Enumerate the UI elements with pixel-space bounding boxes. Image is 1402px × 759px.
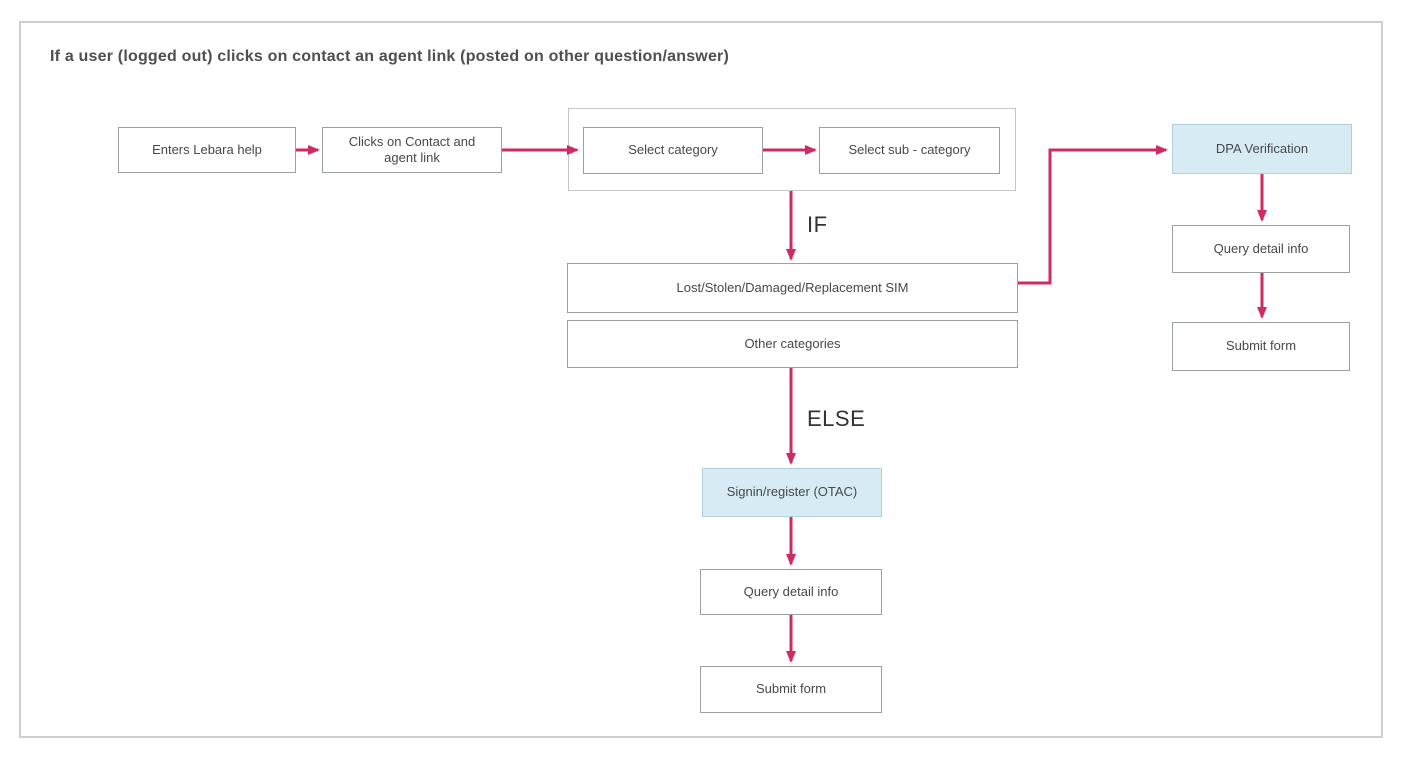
node-select-category: Select category	[583, 127, 763, 174]
node-signin-register-otac: Signin/register (OTAC)	[702, 468, 882, 517]
node-query-detail-info-right: Query detail info	[1172, 225, 1350, 273]
node-select-sub-category: Select sub - category	[819, 127, 1000, 174]
diagram-title: If a user (logged out) clicks on contact…	[50, 48, 730, 65]
node-submit-form-middle: Submit form	[700, 666, 882, 713]
node-query-detail-info-middle: Query detail info	[700, 569, 882, 615]
else-label: ELSE	[807, 406, 866, 431]
if-label: IF	[807, 212, 828, 237]
node-submit-form-right: Submit form	[1172, 322, 1350, 371]
node-lost-stolen-damaged-replacement-sim: Lost/Stolen/Damaged/Replacement SIM	[567, 263, 1018, 313]
node-enters-lebara-help: Enters Lebara help	[118, 127, 296, 173]
node-other-categories: Other categories	[567, 320, 1018, 368]
node-clicks-contact-agent-link: Clicks on Contact and agent link	[322, 127, 502, 173]
node-dpa-verification: DPA Verification	[1172, 124, 1352, 174]
